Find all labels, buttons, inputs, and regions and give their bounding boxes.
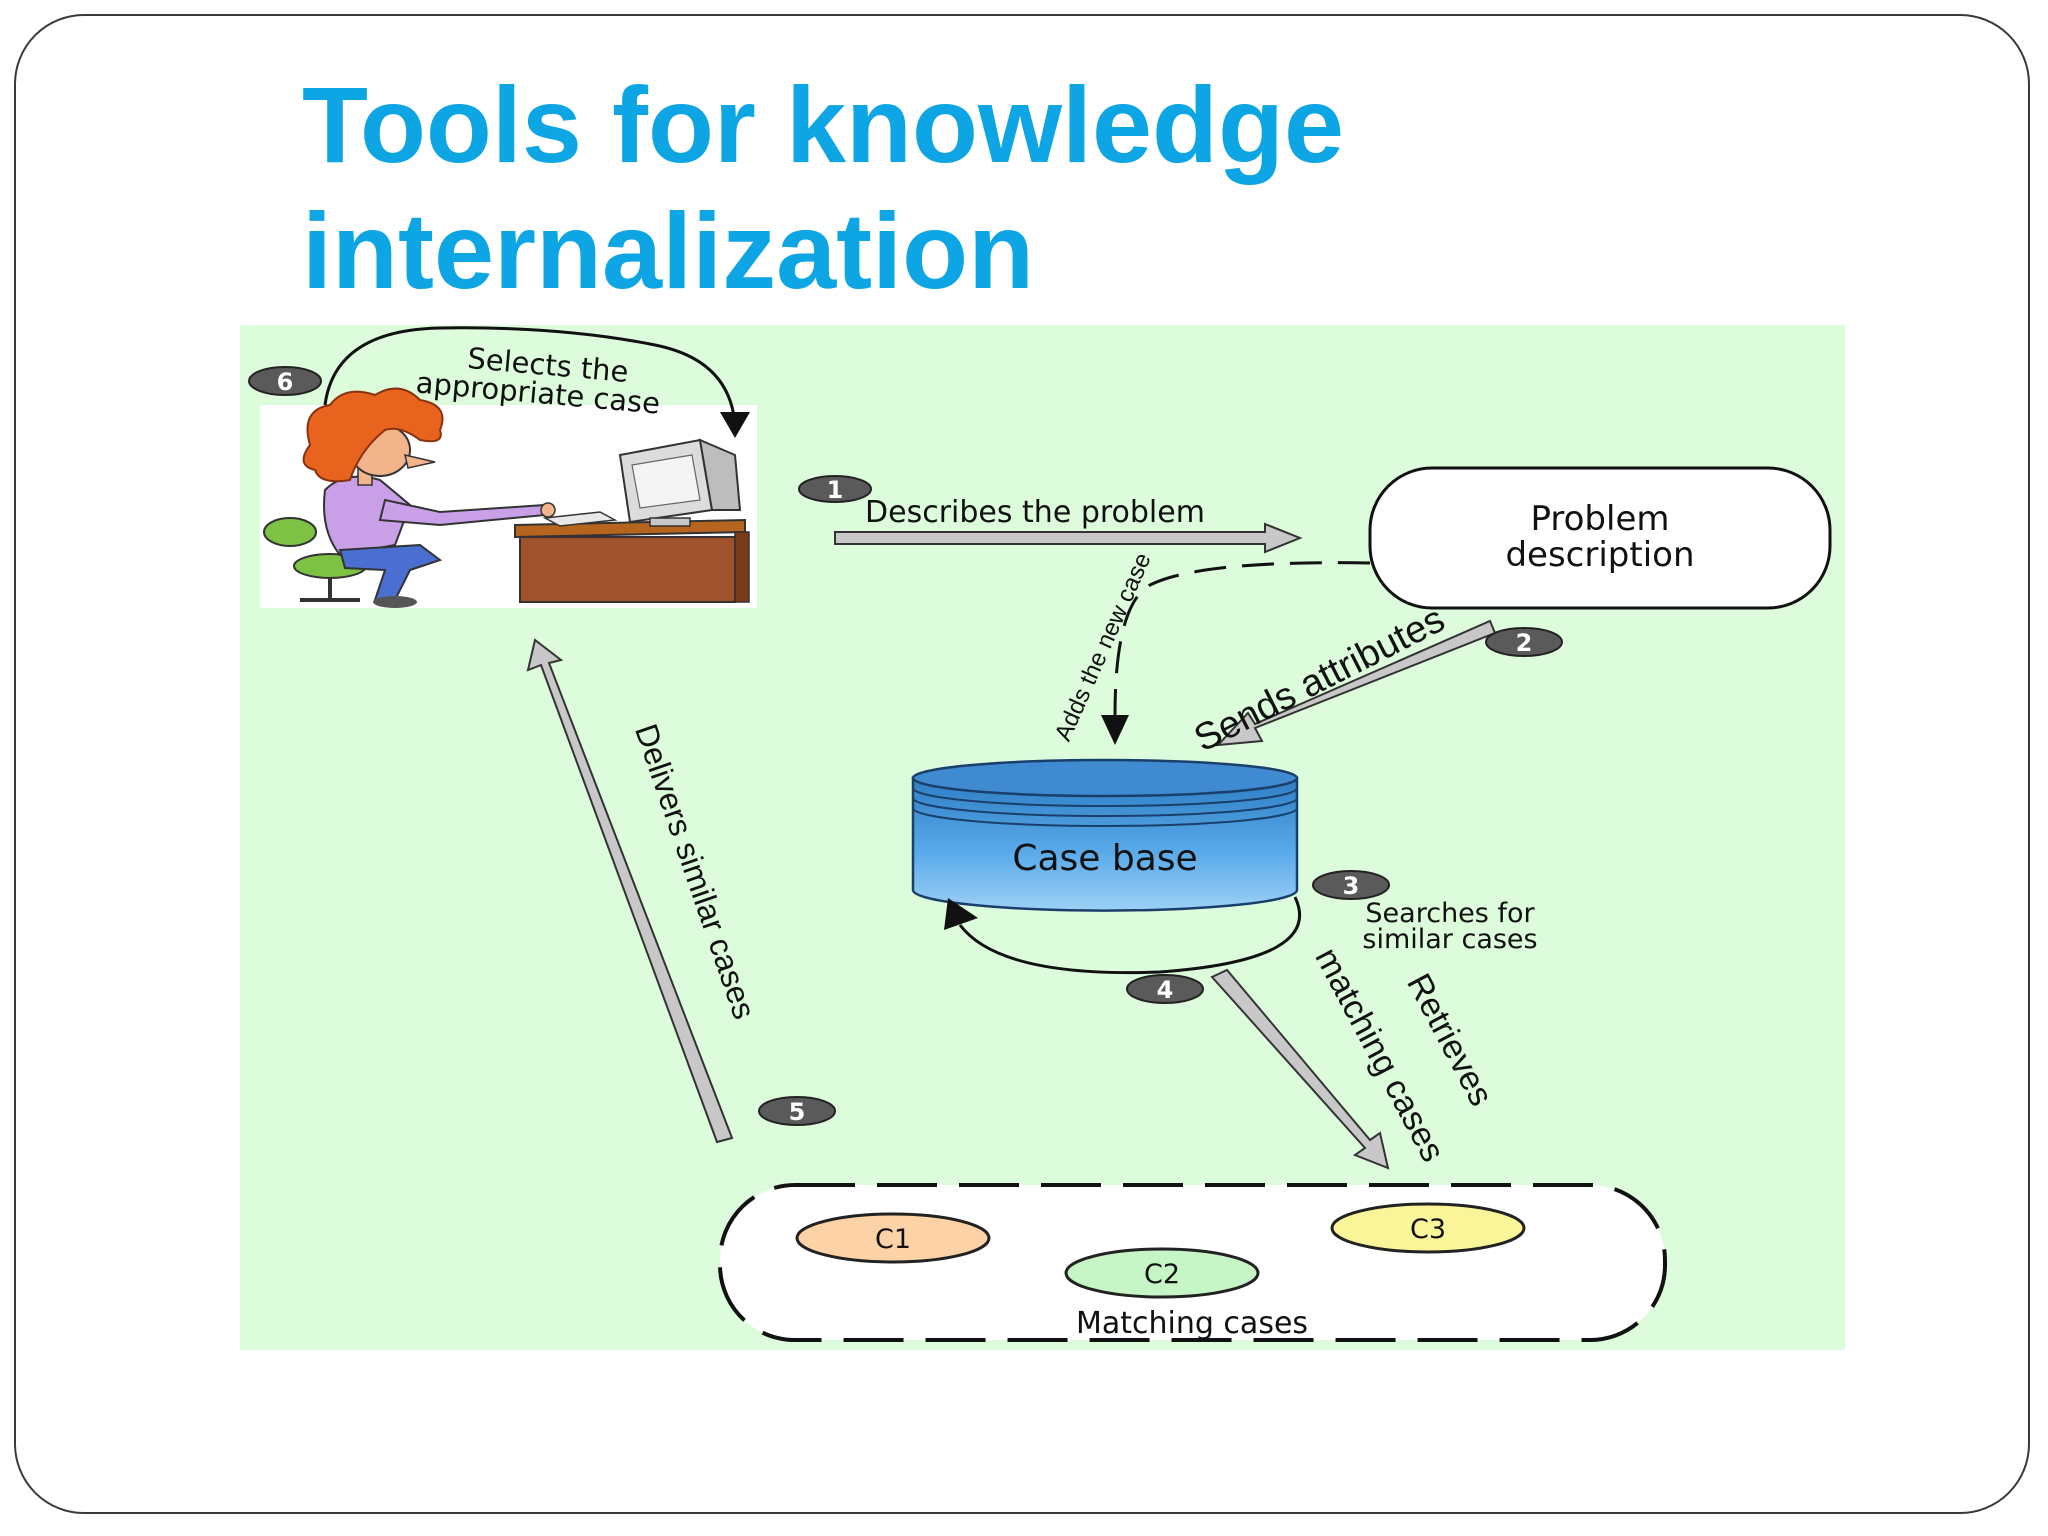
- step-3-label-line2: similar cases: [1362, 924, 1537, 955]
- title-line-2: internalization: [302, 190, 1035, 311]
- step-1-arrow: [834, 522, 1303, 554]
- step-1-label: Describes the problem: [865, 495, 1205, 530]
- user-at-computer-icon: [260, 387, 757, 608]
- step-3-loop: [958, 896, 1302, 975]
- svg-text:2: 2: [1516, 629, 1533, 657]
- case-base-label: Case base: [1012, 838, 1197, 879]
- svg-text:C3: C3: [1410, 1214, 1446, 1245]
- problem-description-line1: Problem: [1530, 499, 1669, 539]
- title-line-1: Tools for knowledge: [302, 64, 1345, 185]
- database-icon: [911, 758, 1299, 912]
- step-3-badge: 3: [1312, 870, 1390, 900]
- slide-title: Tools for knowledge internalization: [302, 62, 1702, 314]
- step-6-badge: 6: [248, 366, 322, 396]
- case-c3: C3: [1330, 1202, 1526, 1254]
- matching-cases-label: Matching cases: [1076, 1306, 1308, 1341]
- svg-text:1: 1: [827, 476, 844, 504]
- step-6-loop: [323, 326, 750, 438]
- svg-text:C2: C2: [1144, 1259, 1180, 1290]
- step-3-arrowhead: [944, 898, 978, 930]
- step-4-badge: 4: [1126, 974, 1204, 1004]
- case-c2: C2: [1064, 1247, 1260, 1299]
- step-1-badge: 1: [798, 475, 872, 504]
- step-2-arrow: [1215, 619, 1497, 747]
- problem-description-line2: description: [1505, 535, 1694, 575]
- problem-description-box: [1368, 466, 1832, 610]
- step-5-badge: 5: [758, 1096, 836, 1126]
- adds-new-case-arrow: [1113, 561, 1371, 716]
- step-4-arrow: [1210, 968, 1390, 1170]
- svg-text:6: 6: [277, 368, 294, 396]
- step-3-label-line1: Searches for: [1365, 898, 1535, 929]
- case-c1: C1: [795, 1212, 991, 1264]
- svg-text:C1: C1: [875, 1224, 911, 1255]
- step-2-badge: 2: [1485, 627, 1563, 657]
- svg-text:3: 3: [1343, 872, 1360, 900]
- svg-text:4: 4: [1157, 976, 1174, 1004]
- step-5-arrow: [526, 638, 734, 1144]
- svg-text:5: 5: [789, 1098, 806, 1126]
- adds-new-case-arrowhead: [1101, 715, 1129, 745]
